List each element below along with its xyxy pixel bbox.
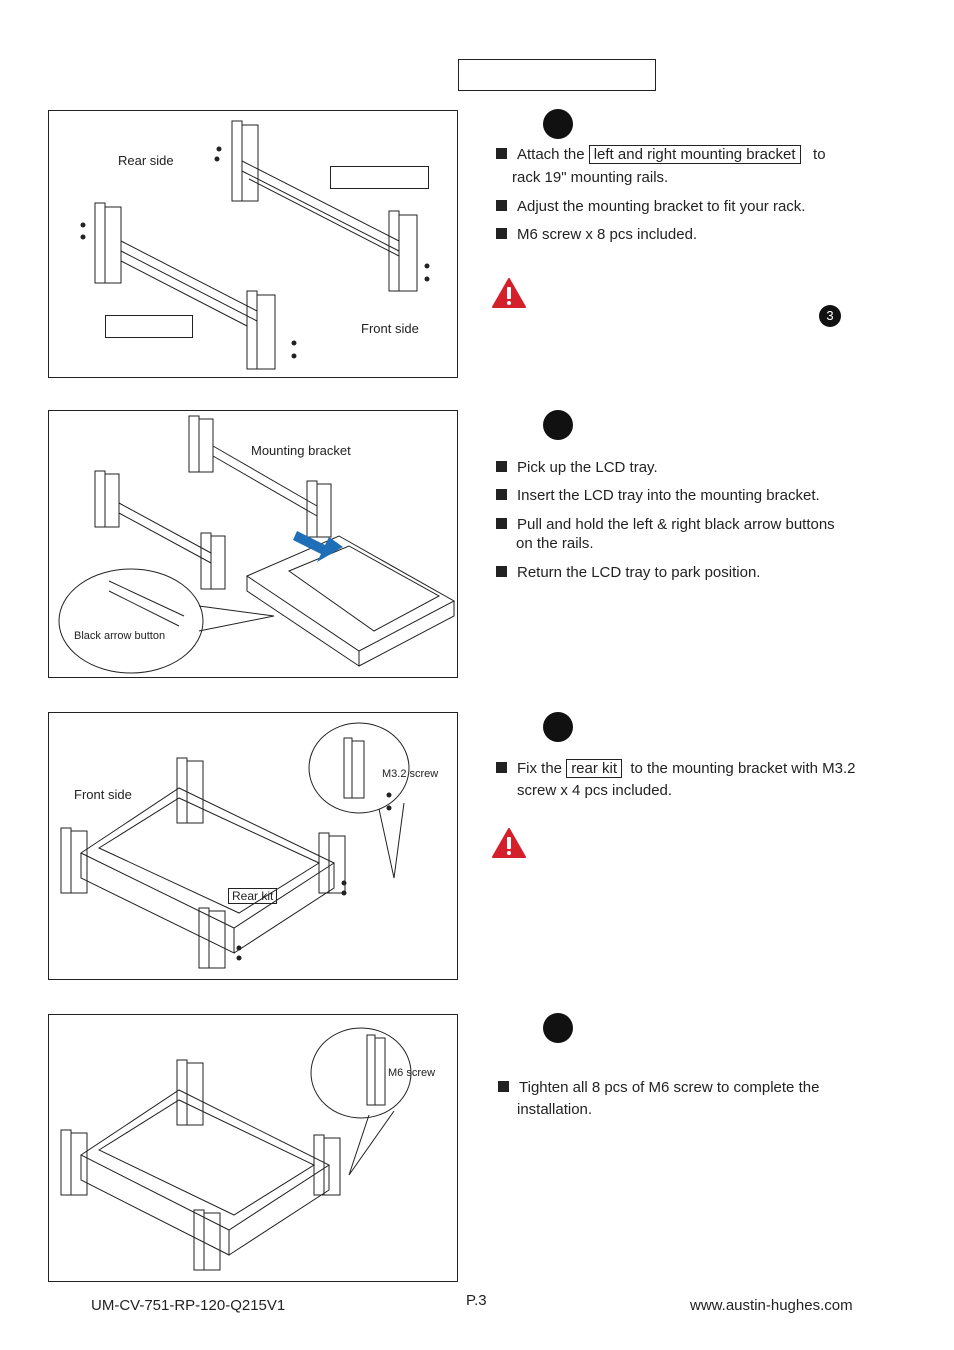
bullet-square-icon [496, 489, 507, 500]
header-title-box [458, 59, 656, 91]
insert-direction-arrow [293, 531, 343, 562]
black-arrow-button-label: Black arrow button [74, 630, 166, 642]
rear-kit-label: Rear kit [228, 888, 278, 904]
page-number: P.3 [466, 1292, 487, 1309]
figure-step4: M6 screw [48, 1014, 458, 1282]
rear-side-label: Rear side [118, 153, 174, 168]
document-code: UM-CV-751-RP-120-Q215V1 [91, 1297, 286, 1314]
step1-marker [543, 109, 573, 139]
mounting-bracket-highlight: left and right mounting bracket [588, 145, 801, 164]
step1-bullet1: Attach the left and right mounting brack… [496, 145, 826, 165]
lcd-tray-insert-illustration [58, 415, 456, 674]
m32-screw-label: M3.2 screw [382, 768, 439, 780]
front-side-label: Front side [74, 787, 132, 802]
bullet-square-icon [496, 228, 507, 239]
step2-bullet1: Pick up the LCD tray. [496, 458, 658, 478]
step3-bullet1-line2: screw x 4 pcs included. [517, 782, 673, 799]
step2-bullet2: Insert the LCD tray into the mounting br… [496, 486, 820, 506]
step2-bullet3-line2: on the rails. [516, 535, 594, 552]
warning-icon [492, 828, 526, 858]
bullet-square-icon [496, 762, 507, 773]
warning-icon [492, 278, 526, 308]
reference-number-badge: 3 [819, 305, 841, 327]
step2-marker [543, 410, 573, 440]
mounting-bracket-label: Mounting bracket [251, 443, 351, 458]
bullet-square-icon [498, 1081, 509, 1092]
step4-bullet1: Tighten all 8 pcs of M6 screw to complet… [498, 1078, 819, 1098]
figure-step2: Mounting bracket Black arrow button [48, 410, 458, 678]
rear-kit-illustration [60, 722, 410, 969]
bullet-square-icon [496, 200, 507, 211]
step4-bullet1-line2: installation. [517, 1101, 593, 1118]
rack-rails-illustration [80, 120, 430, 370]
bullet-square-icon [496, 518, 507, 529]
bullet-square-icon [496, 461, 507, 472]
step2-bullet4: Return the LCD tray to park position. [496, 563, 760, 583]
website-link[interactable]: www.austin-hughes.com [690, 1297, 853, 1314]
bullet-square-icon [496, 148, 507, 159]
front-side-label: Front side [361, 321, 419, 336]
step3-marker [543, 712, 573, 742]
figure-step3: Front side M3.2 screw Rear kit [48, 712, 458, 980]
step2-bullet3: Pull and hold the left & right black arr… [496, 515, 835, 535]
step3-bullet1: Fix the rear kit to the mounting bracket… [496, 759, 856, 779]
rear-kit-highlight: rear kit [566, 759, 623, 778]
callout-box-right [330, 166, 429, 189]
bullet-square-icon [496, 566, 507, 577]
step1-bullet1-line2: rack 19" mounting rails. [512, 169, 669, 186]
step1-bullet3: M6 screw x 8 pcs included. [496, 225, 697, 245]
tighten-screws-illustration [60, 1027, 412, 1271]
step1-bullet2: Adjust the mounting bracket to fit your … [496, 197, 805, 217]
figure-step1: Rear side Front side [48, 110, 458, 378]
callout-box-left [105, 315, 193, 338]
step4-marker [543, 1013, 573, 1043]
m6-screw-label: M6 screw [388, 1067, 436, 1079]
